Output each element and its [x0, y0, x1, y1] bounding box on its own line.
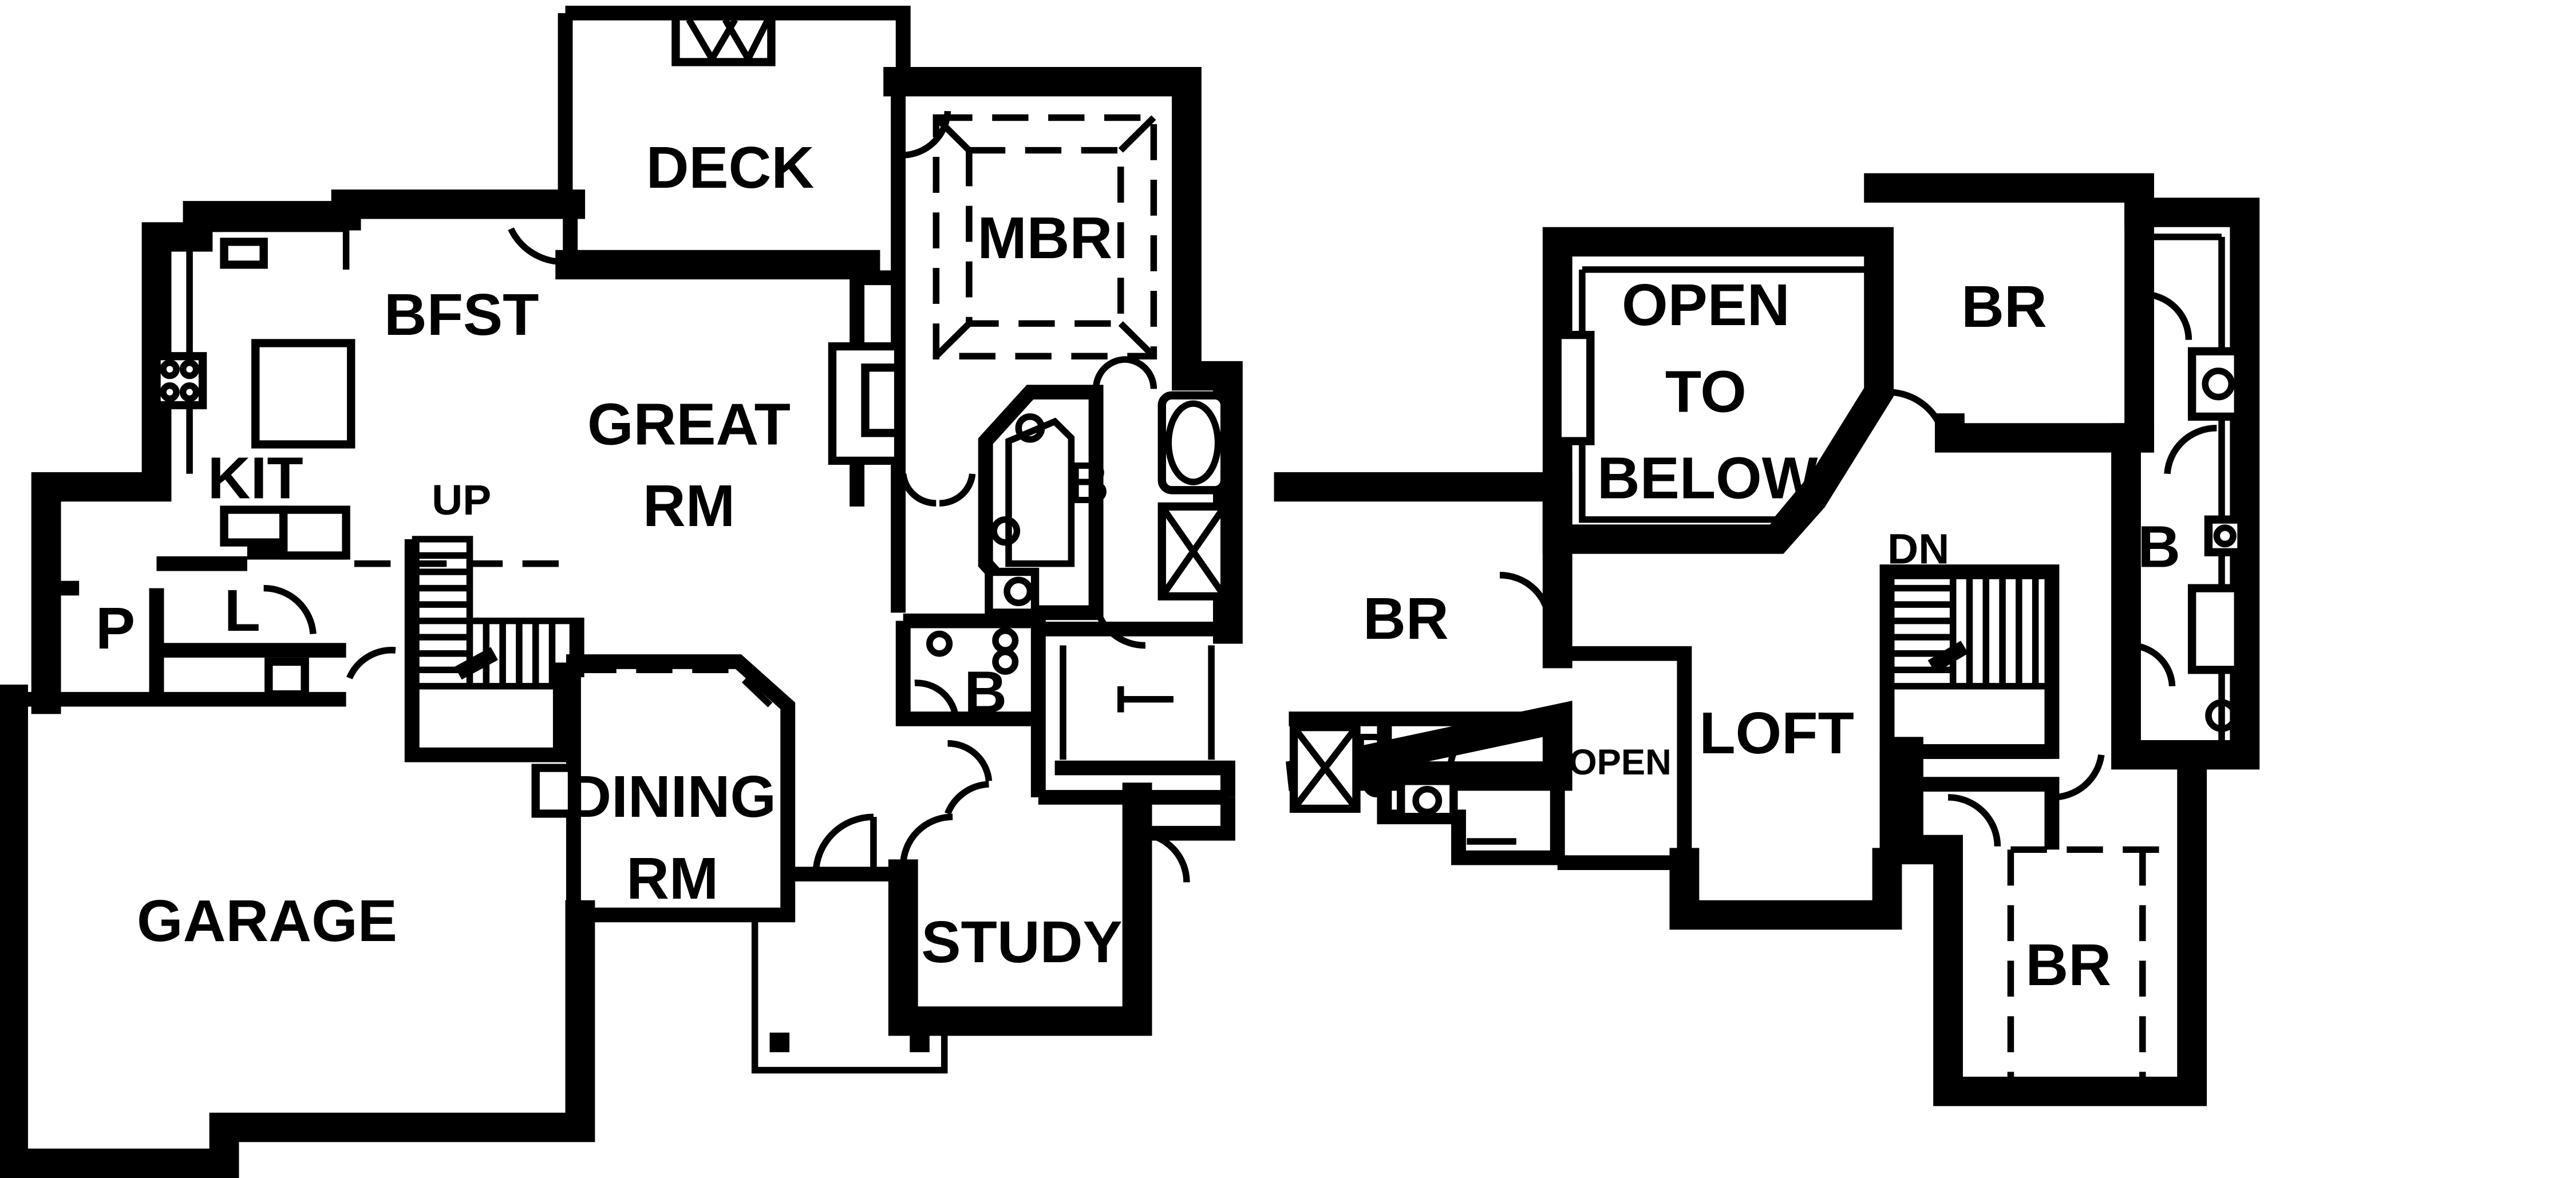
- label-dn: DN: [1887, 525, 1949, 573]
- label-loft: LOFT: [1699, 700, 1854, 766]
- front-door-swing: [812, 813, 877, 875]
- study-wall: [888, 782, 1152, 1036]
- bath-vanity: [1005, 417, 1075, 567]
- label-mbr: MBR: [977, 205, 1112, 271]
- appliance: [279, 505, 350, 560]
- label-up: UP: [432, 476, 491, 524]
- door-swings: [263, 584, 396, 679]
- tub: [1157, 391, 1229, 495]
- stair-dn-treads: [1887, 572, 2052, 690]
- kitchen-exterior-wall: [31, 189, 586, 714]
- toilet: [985, 567, 1040, 617]
- hall-closet-wall: [1038, 622, 1235, 805]
- label-kit: KIT: [208, 445, 303, 511]
- laundry-counter: [220, 505, 288, 547]
- pantry-wall: [38, 487, 80, 596]
- label-garage: GARAGE: [137, 888, 397, 954]
- half-bath-wall: [895, 613, 1046, 797]
- label-dining-rm: RM: [626, 845, 718, 911]
- label-great-rm: RM: [643, 473, 735, 539]
- label-deck: DECK: [646, 135, 815, 201]
- deck-door-swing: [508, 227, 571, 266]
- label-bath-east: B: [2138, 514, 2180, 580]
- label-bath-west: B: [1352, 721, 1394, 787]
- porch-column: [769, 1032, 790, 1053]
- upper-floor-plan: [1274, 173, 2260, 1106]
- label-pantry: P: [96, 596, 135, 662]
- label-bfst: BFST: [384, 282, 539, 348]
- label-open-to-below-2: TO: [1665, 359, 1747, 425]
- loft-south-wall: [1669, 848, 1902, 930]
- stair-dn-wall: [1879, 564, 2060, 759]
- label-bath-master: B: [1066, 450, 1109, 516]
- label-great: GREAT: [587, 392, 791, 457]
- dining-wall: [566, 654, 796, 923]
- front-porch: [751, 915, 948, 1074]
- laundry-wall: [149, 544, 346, 699]
- br-south-closet: [2007, 846, 2192, 1092]
- label-open: OPEN: [1568, 742, 1671, 782]
- label-bath-half: B: [964, 659, 1007, 725]
- br-south-wall: [1894, 737, 2207, 1106]
- open-area-wall: [1557, 646, 1692, 870]
- label-br-south: BR: [2025, 932, 2111, 998]
- main-floor-plan: [0, 5, 1243, 1178]
- label-laundry: L: [224, 578, 260, 643]
- washer: [264, 657, 309, 699]
- label-study: STUDY: [921, 910, 1122, 975]
- kitchen-sink: [220, 238, 268, 269]
- label-dining: DINING: [568, 764, 776, 830]
- garage-wall: [0, 684, 595, 1178]
- label-open-to-below-1: OPEN: [1622, 272, 1790, 338]
- kitchen-island: [251, 339, 355, 449]
- label-br-west: BR: [1363, 586, 1449, 651]
- bath-door-swings: [1092, 356, 1157, 389]
- label-open-to-below-3: BELOW: [1597, 445, 1818, 511]
- room-labels: DECK MBR BFST GREAT RM KIT UP B P L B DI…: [96, 135, 2180, 998]
- stair-up-treads: [412, 536, 574, 690]
- bath-west-wall: [1289, 711, 1565, 865]
- dining-ceiling: [580, 666, 780, 715]
- mbr-door-swing: [903, 110, 951, 159]
- label-br-ne: BR: [1961, 274, 2047, 339]
